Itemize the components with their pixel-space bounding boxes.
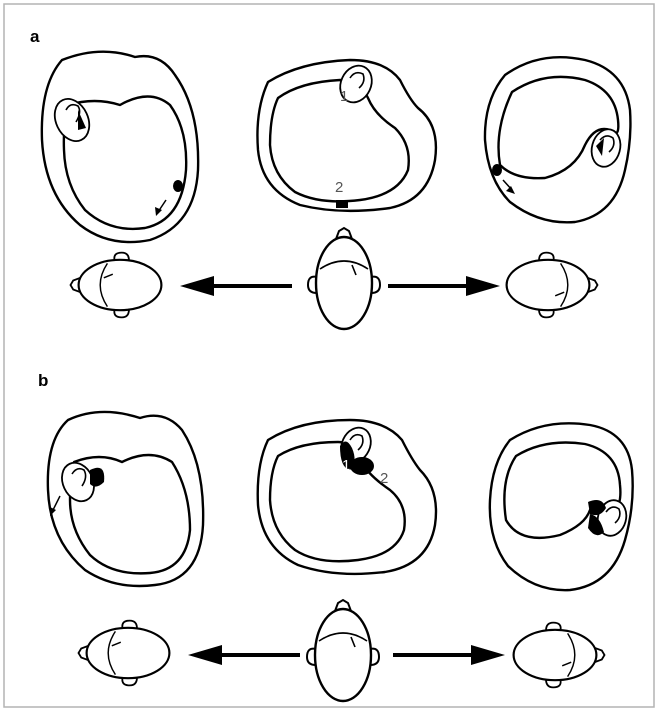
- head-a-center: [306, 226, 382, 331]
- arrow-b-right: [391, 643, 507, 667]
- labyrinth-a-middle: 1 2: [256, 58, 438, 213]
- label-a-1: 1: [340, 88, 348, 105]
- labyrinth-a-right: [483, 55, 632, 224]
- head-a-right: [505, 251, 599, 319]
- head-b-center: [305, 598, 381, 703]
- label-a-2: 2: [335, 179, 343, 196]
- head-a-left: [69, 251, 163, 319]
- label-b-2: 2: [380, 470, 388, 487]
- labyrinth-b-right: [488, 422, 634, 592]
- head-b-left: [77, 619, 171, 687]
- label-b-1: 1: [342, 457, 350, 474]
- arrow-b-left: [186, 643, 302, 667]
- labyrinth-b-middle: 1 2: [256, 418, 438, 576]
- arrow-a-left: [178, 274, 294, 298]
- labyrinth-b-left: [46, 410, 205, 588]
- figure-frame: [3, 3, 655, 708]
- arrow-a-right: [386, 274, 502, 298]
- labyrinth-a-left: [40, 50, 200, 244]
- panel-label-a: a: [30, 27, 40, 46]
- panel-label-b: b: [38, 371, 48, 390]
- head-b-right: [512, 621, 606, 689]
